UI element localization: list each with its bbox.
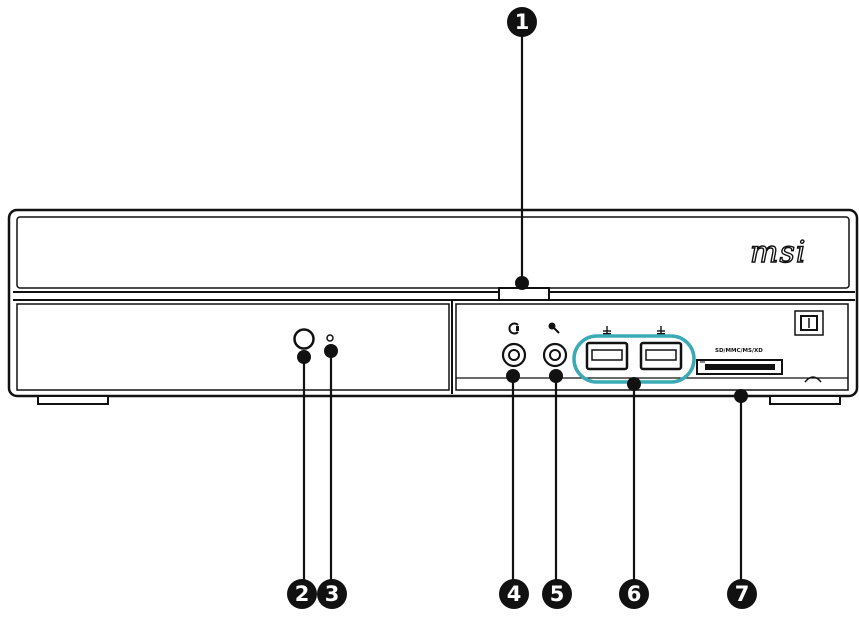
callout-5: 5 xyxy=(542,579,572,609)
microphone-jack[interactable] xyxy=(542,342,568,368)
usb-port-1[interactable] xyxy=(585,341,629,371)
power-button[interactable] xyxy=(293,328,315,350)
usb-port-2[interactable] xyxy=(639,341,683,371)
svg-text:2: 2 xyxy=(295,582,310,606)
svg-text:3: 3 xyxy=(325,582,340,606)
svg-text:5: 5 xyxy=(550,582,565,606)
svg-text:4: 4 xyxy=(507,582,522,606)
callout-2: 2 xyxy=(287,579,317,609)
card-reader[interactable] xyxy=(696,359,783,375)
svg-text:1: 1 xyxy=(515,10,530,34)
callout-3: 3 xyxy=(317,579,347,609)
hdd-led xyxy=(326,334,334,342)
callout-7: 7 xyxy=(727,579,757,609)
callout-6: 6 xyxy=(619,579,649,609)
msi-logo: msi xyxy=(750,235,806,270)
usb-icon xyxy=(603,326,611,335)
headphone-jack[interactable] xyxy=(501,342,527,368)
callout-4: 4 xyxy=(499,579,529,609)
usb-icon xyxy=(657,326,665,335)
svg-text:7: 7 xyxy=(735,582,750,606)
callout-lines xyxy=(302,36,743,586)
chassis xyxy=(7,208,859,405)
microphone-icon xyxy=(548,322,560,334)
svg-text:6: 6 xyxy=(627,582,642,606)
headphone-icon xyxy=(508,322,519,335)
card-reader-label: SD/MMC/MS/XD xyxy=(715,348,763,354)
callout-1: 1 xyxy=(507,7,537,37)
eject-button[interactable] xyxy=(794,310,824,336)
callout-anchors xyxy=(297,276,748,403)
